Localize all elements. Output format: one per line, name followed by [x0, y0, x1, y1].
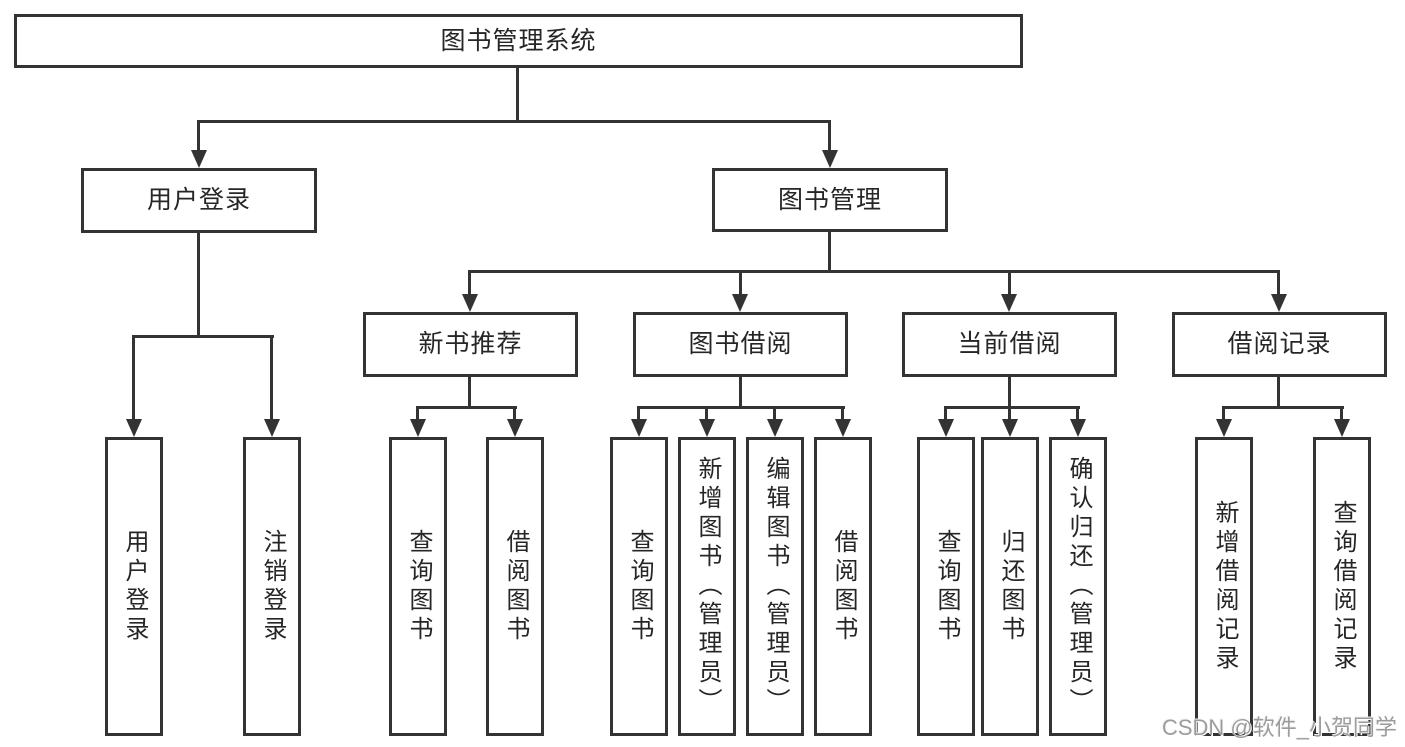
arrow-down-icon	[1002, 419, 1018, 437]
connector-level3-shaft	[1008, 270, 1011, 298]
leaf-add-books-admin-label: 新增图书（管理员）	[694, 456, 721, 717]
node-book-borrowing: 图书借阅	[633, 312, 848, 377]
arrow-down-icon	[767, 419, 783, 437]
leaf-query-books-borrow-label: 查询图书	[626, 528, 653, 645]
leaf-query-books-current-label: 查询图书	[933, 528, 960, 645]
connector-book-management-crossbar	[468, 270, 1280, 273]
connector-level3-shaft	[468, 270, 471, 298]
node-current-borrowing: 当前借阅	[902, 312, 1117, 377]
connector-book-management-stem	[828, 232, 831, 273]
arrow-down-icon	[264, 419, 280, 437]
leaf-add-borrow-record: 新增借阅记录	[1195, 437, 1253, 736]
connector-leaf-shaft	[705, 406, 708, 422]
connector-leaf-shaft	[773, 406, 776, 422]
leaf-borrow-books-label: 借阅图书	[830, 528, 857, 645]
leaf-query-books-recommend-label: 查询图书	[405, 528, 432, 645]
arrow-down-icon	[938, 419, 954, 437]
leaf-edit-books-admin: 编辑图书（管理员）	[746, 437, 804, 736]
arrow-down-icon	[631, 419, 647, 437]
leaf-borrow-books: 借阅图书	[814, 437, 872, 736]
node-library-system-label: 图书管理系统	[440, 26, 597, 55]
leaf-query-borrow-record-label: 查询借阅记录	[1329, 499, 1356, 674]
arrow-down-icon	[410, 419, 426, 437]
node-library-system: 图书管理系统	[14, 14, 1023, 68]
connector-borrow-record-crossbar	[1222, 406, 1344, 409]
node-new-book-recommendation: 新书推荐	[363, 312, 578, 377]
arrow-down-icon	[699, 419, 715, 437]
leaf-borrow-books-recommend-label: 借阅图书	[502, 528, 529, 645]
connector-user-login-stem	[197, 233, 200, 338]
arrow-down-icon	[191, 150, 207, 168]
node-current-borrowing-label: 当前借阅	[957, 330, 1062, 358]
node-book-management-label: 图书管理	[777, 185, 882, 214]
arrow-down-icon	[1001, 294, 1017, 312]
leaf-user-login-label: 用户登录	[121, 528, 148, 645]
leaf-confirm-return-admin: 确认归还（管理员）	[1049, 437, 1107, 736]
leaf-user-login: 用户登录	[105, 437, 163, 736]
connector-root-stem	[516, 66, 519, 122]
connector-book-management-shaft	[828, 120, 831, 152]
node-book-management: 图书管理	[712, 168, 948, 232]
connector-new-book-crossbar	[416, 406, 517, 409]
node-user-login: 用户登录	[81, 168, 317, 233]
connector-current-borrow-crossbar	[944, 406, 1080, 409]
arrow-down-icon	[507, 419, 523, 437]
leaf-query-borrow-record: 查询借阅记录	[1313, 437, 1371, 736]
arrow-down-icon	[462, 294, 478, 312]
arrow-down-icon	[835, 419, 851, 437]
node-new-book-recommendation-label: 新书推荐	[418, 330, 523, 358]
connector-user-login-shaft	[197, 120, 200, 152]
connector-level3-shaft	[1277, 270, 1280, 298]
leaf-query-books-current: 查询图书	[917, 437, 975, 736]
connector-leaf-shaft	[637, 406, 640, 422]
leaf-query-books-recommend: 查询图书	[389, 437, 447, 736]
connector-root-crossbar	[197, 120, 830, 123]
connector-leaf-shaft	[513, 406, 516, 422]
connector-leaf-shaft	[841, 406, 844, 422]
node-user-login-label: 用户登录	[146, 186, 251, 214]
connector-leaf-shaft	[1076, 406, 1079, 422]
arrow-down-icon	[822, 150, 838, 168]
leaf-return-books-label: 归还图书	[997, 528, 1024, 645]
connector-book-borrow-crossbar	[637, 406, 845, 409]
leaf-add-borrow-record-label: 新增借阅记录	[1211, 499, 1238, 674]
connector-leaf-shaft	[944, 406, 947, 422]
leaf-confirm-return-admin-label: 确认归还（管理员）	[1065, 456, 1092, 717]
arrow-down-icon	[1334, 419, 1350, 437]
connector-new-book-stem	[468, 377, 471, 408]
leaf-borrow-books-recommend: 借阅图书	[486, 437, 544, 736]
connector-leaf-shaft	[1340, 406, 1343, 422]
connector-leaf-shaft	[1008, 406, 1011, 422]
connector-current-borrow-stem	[1008, 377, 1011, 408]
arrow-down-icon	[126, 419, 142, 437]
arrow-down-icon	[732, 294, 748, 312]
connector-leaf-shaft	[132, 335, 135, 423]
node-borrowing-records: 借阅记录	[1172, 312, 1387, 377]
connector-leaf-shaft	[270, 335, 273, 423]
node-borrowing-records-label: 借阅记录	[1227, 330, 1332, 358]
connector-level3-shaft	[739, 270, 742, 298]
connector-user-login-crossbar	[132, 335, 274, 338]
connector-leaf-shaft	[416, 406, 419, 422]
leaf-return-books: 归还图书	[981, 437, 1039, 736]
leaf-logout: 注销登录	[243, 437, 301, 736]
watermark: CSDN @软件_小贺同学	[1161, 715, 1397, 740]
leaf-edit-books-admin-label: 编辑图书（管理员）	[762, 456, 789, 717]
leaf-logout-label: 注销登录	[259, 528, 286, 645]
connector-book-borrow-stem	[739, 377, 742, 408]
arrow-down-icon	[1070, 419, 1086, 437]
arrow-down-icon	[1271, 294, 1287, 312]
node-book-borrowing-label: 图书借阅	[688, 330, 793, 358]
connector-leaf-shaft	[1222, 406, 1225, 422]
connector-borrow-record-stem	[1277, 377, 1280, 408]
leaf-add-books-admin: 新增图书（管理员）	[678, 437, 736, 736]
arrow-down-icon	[1216, 419, 1232, 437]
leaf-query-books-borrow: 查询图书	[610, 437, 668, 736]
